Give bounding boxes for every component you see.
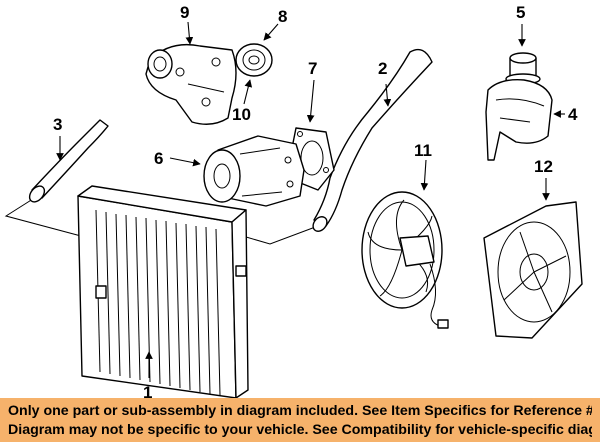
disclaimer-line-1: Only one part or sub-assembly in diagram… <box>8 403 592 419</box>
callout-4: 4 <box>568 105 578 124</box>
radiator-drawing <box>77 185 249 398</box>
lower-hose-drawing <box>28 119 109 203</box>
callout-5: 5 <box>516 3 525 22</box>
callout-10: 10 <box>232 105 251 124</box>
callout-9: 9 <box>180 3 189 22</box>
connection-lines <box>4 196 319 245</box>
cooling-system-parts-diagram: 1 2 3 4 5 6 7 8 9 10 11 12 <box>4 3 583 398</box>
callout-6: 6 <box>154 149 163 168</box>
callout-11: 11 <box>414 141 432 160</box>
leader-arrows <box>56 21 565 378</box>
callout-7: 7 <box>308 59 317 78</box>
cooling-fan-drawing <box>361 191 449 329</box>
upper-hose-drawing <box>312 48 433 232</box>
callout-1: 1 <box>143 383 152 398</box>
fan-shroud-drawing <box>483 201 583 339</box>
thermostat-housing-drawing <box>145 43 237 125</box>
water-pump-drawing <box>203 135 305 207</box>
callout-2: 2 <box>378 59 387 78</box>
disclaimer-banner: Only one part or sub-assembly in diagram… <box>0 398 600 442</box>
thermostat-drawing <box>235 43 273 77</box>
coolant-reservoir-drawing <box>485 79 553 161</box>
callout-3: 3 <box>53 115 62 134</box>
disclaimer-line-2: Diagram may not be specific to your vehi… <box>8 422 592 438</box>
callout-12: 12 <box>534 157 553 176</box>
callout-8: 8 <box>278 7 287 26</box>
